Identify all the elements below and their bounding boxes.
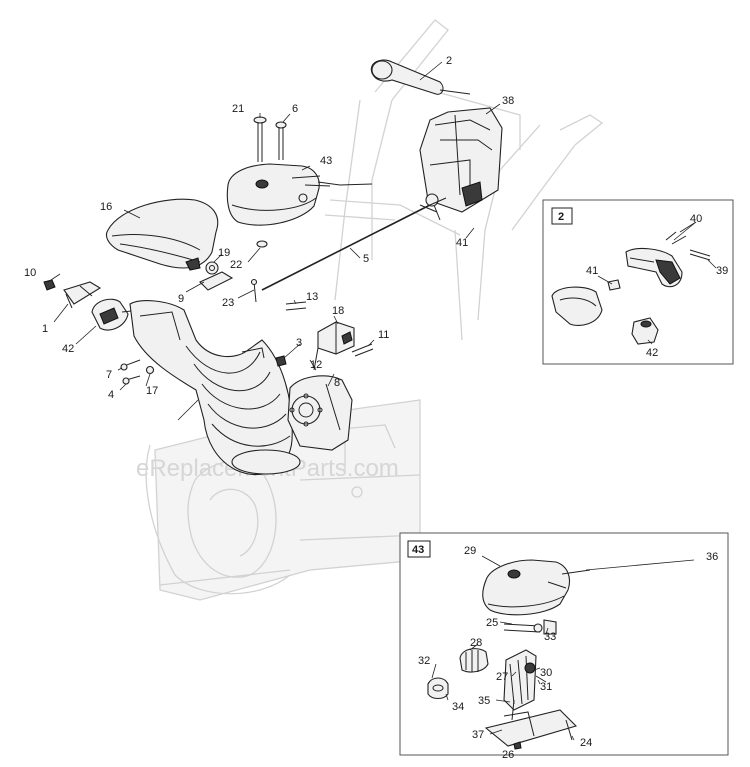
part-41-knob bbox=[551, 286, 603, 327]
part-1-bracket bbox=[313, 321, 355, 371]
leader-lines bbox=[47, 61, 501, 421]
part-2-shift-handle bbox=[370, 59, 471, 95]
callout-3: 7 bbox=[106, 369, 112, 381]
callout-21: 21 bbox=[232, 103, 244, 115]
part-22-rod bbox=[261, 197, 447, 291]
callout-8: 4 bbox=[108, 389, 114, 401]
callout-16: 16 bbox=[100, 201, 112, 213]
part-35-spring bbox=[511, 699, 515, 721]
callout-31: 31 bbox=[540, 681, 552, 693]
callout-23: 1 bbox=[42, 323, 48, 335]
callout-27: 27 bbox=[496, 671, 508, 683]
part-8-bolt bbox=[122, 375, 141, 385]
part-23-bracket bbox=[63, 281, 102, 309]
callout-28: 28 bbox=[470, 637, 482, 649]
callout-38: 38 bbox=[502, 95, 514, 107]
callout-18: 42 bbox=[62, 343, 74, 355]
part-9-pin bbox=[285, 301, 307, 311]
part-6-bolt bbox=[275, 121, 287, 160]
inset-43-tag bbox=[407, 540, 431, 558]
part-25-shaft bbox=[503, 623, 541, 627]
callout-41: 41 bbox=[586, 265, 598, 277]
callout-37: 37 bbox=[472, 729, 484, 741]
part-29-cover bbox=[482, 559, 571, 616]
callout-34: 34 bbox=[452, 701, 464, 713]
callout-20: 22 bbox=[230, 259, 242, 271]
part-14-bolt bbox=[351, 343, 374, 357]
callout-30: 30 bbox=[540, 667, 552, 679]
part-30-gear bbox=[524, 662, 536, 674]
part-19-pivot bbox=[205, 261, 219, 275]
part-3-bolt bbox=[120, 359, 141, 371]
part-16-chute-deflector bbox=[105, 198, 219, 271]
callout-1: 18 bbox=[332, 305, 344, 317]
inset-43-title: 43 bbox=[412, 544, 424, 556]
callout-15: 9 bbox=[178, 293, 184, 305]
callout-29: 29 bbox=[464, 545, 476, 557]
part-32-nut bbox=[427, 677, 449, 700]
callout-39: 39 bbox=[716, 265, 728, 277]
inset-2-tag bbox=[551, 207, 573, 225]
part-11-nut bbox=[275, 355, 287, 367]
callout-36: 36 bbox=[706, 551, 718, 563]
ghost-frame bbox=[145, 19, 604, 601]
part-18-motor bbox=[91, 298, 141, 331]
inset-2-title: 2 bbox=[558, 211, 564, 223]
part-42-bushing bbox=[631, 317, 659, 345]
part-39-pin bbox=[689, 249, 711, 257]
callout-9: 13 bbox=[306, 291, 318, 303]
part-26-screw bbox=[513, 741, 522, 750]
callout-11: 3 bbox=[296, 337, 302, 349]
part-38-shift-assembly bbox=[419, 107, 503, 221]
callout-12: 8 bbox=[334, 377, 340, 389]
part-28-gear bbox=[459, 648, 489, 673]
callout-25: 25 bbox=[486, 617, 498, 629]
part-4-nut bbox=[145, 365, 155, 375]
part-40-pin-a bbox=[665, 231, 677, 241]
part-37-plate bbox=[484, 709, 578, 747]
inset-43: 43 29 bbox=[399, 532, 729, 761]
part-13-pin bbox=[250, 278, 258, 303]
callout-10: 10 bbox=[24, 267, 36, 279]
part-40-pin-b bbox=[671, 235, 687, 245]
callout-7: 12 bbox=[310, 359, 322, 371]
part-10-nut bbox=[43, 279, 56, 291]
part-17-chute bbox=[129, 300, 301, 476]
callout-5: 41 bbox=[456, 237, 468, 249]
callout-22: 5 bbox=[363, 253, 369, 265]
part-31-clip bbox=[535, 675, 547, 683]
inset-2: 2 40 39 41 42 bbox=[542, 199, 734, 365]
callout-24: 24 bbox=[580, 737, 592, 749]
callout-13: 23 bbox=[222, 297, 234, 309]
callout-32: 32 bbox=[418, 655, 430, 667]
part-20-washer bbox=[256, 240, 268, 248]
part-15-lever bbox=[199, 271, 234, 291]
part-41-clip bbox=[607, 279, 621, 291]
callout-4: 17 bbox=[146, 385, 158, 397]
callout-33: 33 bbox=[544, 631, 556, 643]
callout-14: 11 bbox=[378, 329, 389, 341]
callout-6: 6 bbox=[292, 103, 298, 115]
part-36-cable bbox=[561, 569, 591, 575]
part-21-bolt bbox=[253, 116, 267, 162]
callout-42: 42 bbox=[646, 347, 658, 359]
main-callouts: 2 38 21 6 43 16 19 22 5 41 10 9 13 23 1 … bbox=[24, 55, 514, 401]
part-12-gearbox bbox=[287, 375, 353, 451]
callout-43: 43 bbox=[320, 155, 332, 167]
callout-40: 40 bbox=[690, 213, 702, 225]
callout-19: 19 bbox=[218, 247, 230, 259]
part-43-cover bbox=[226, 163, 373, 226]
callout-35: 35 bbox=[478, 695, 490, 707]
part-24-screw bbox=[565, 719, 573, 741]
callout-2: 2 bbox=[446, 55, 452, 67]
callout-26: 26 bbox=[502, 749, 514, 761]
